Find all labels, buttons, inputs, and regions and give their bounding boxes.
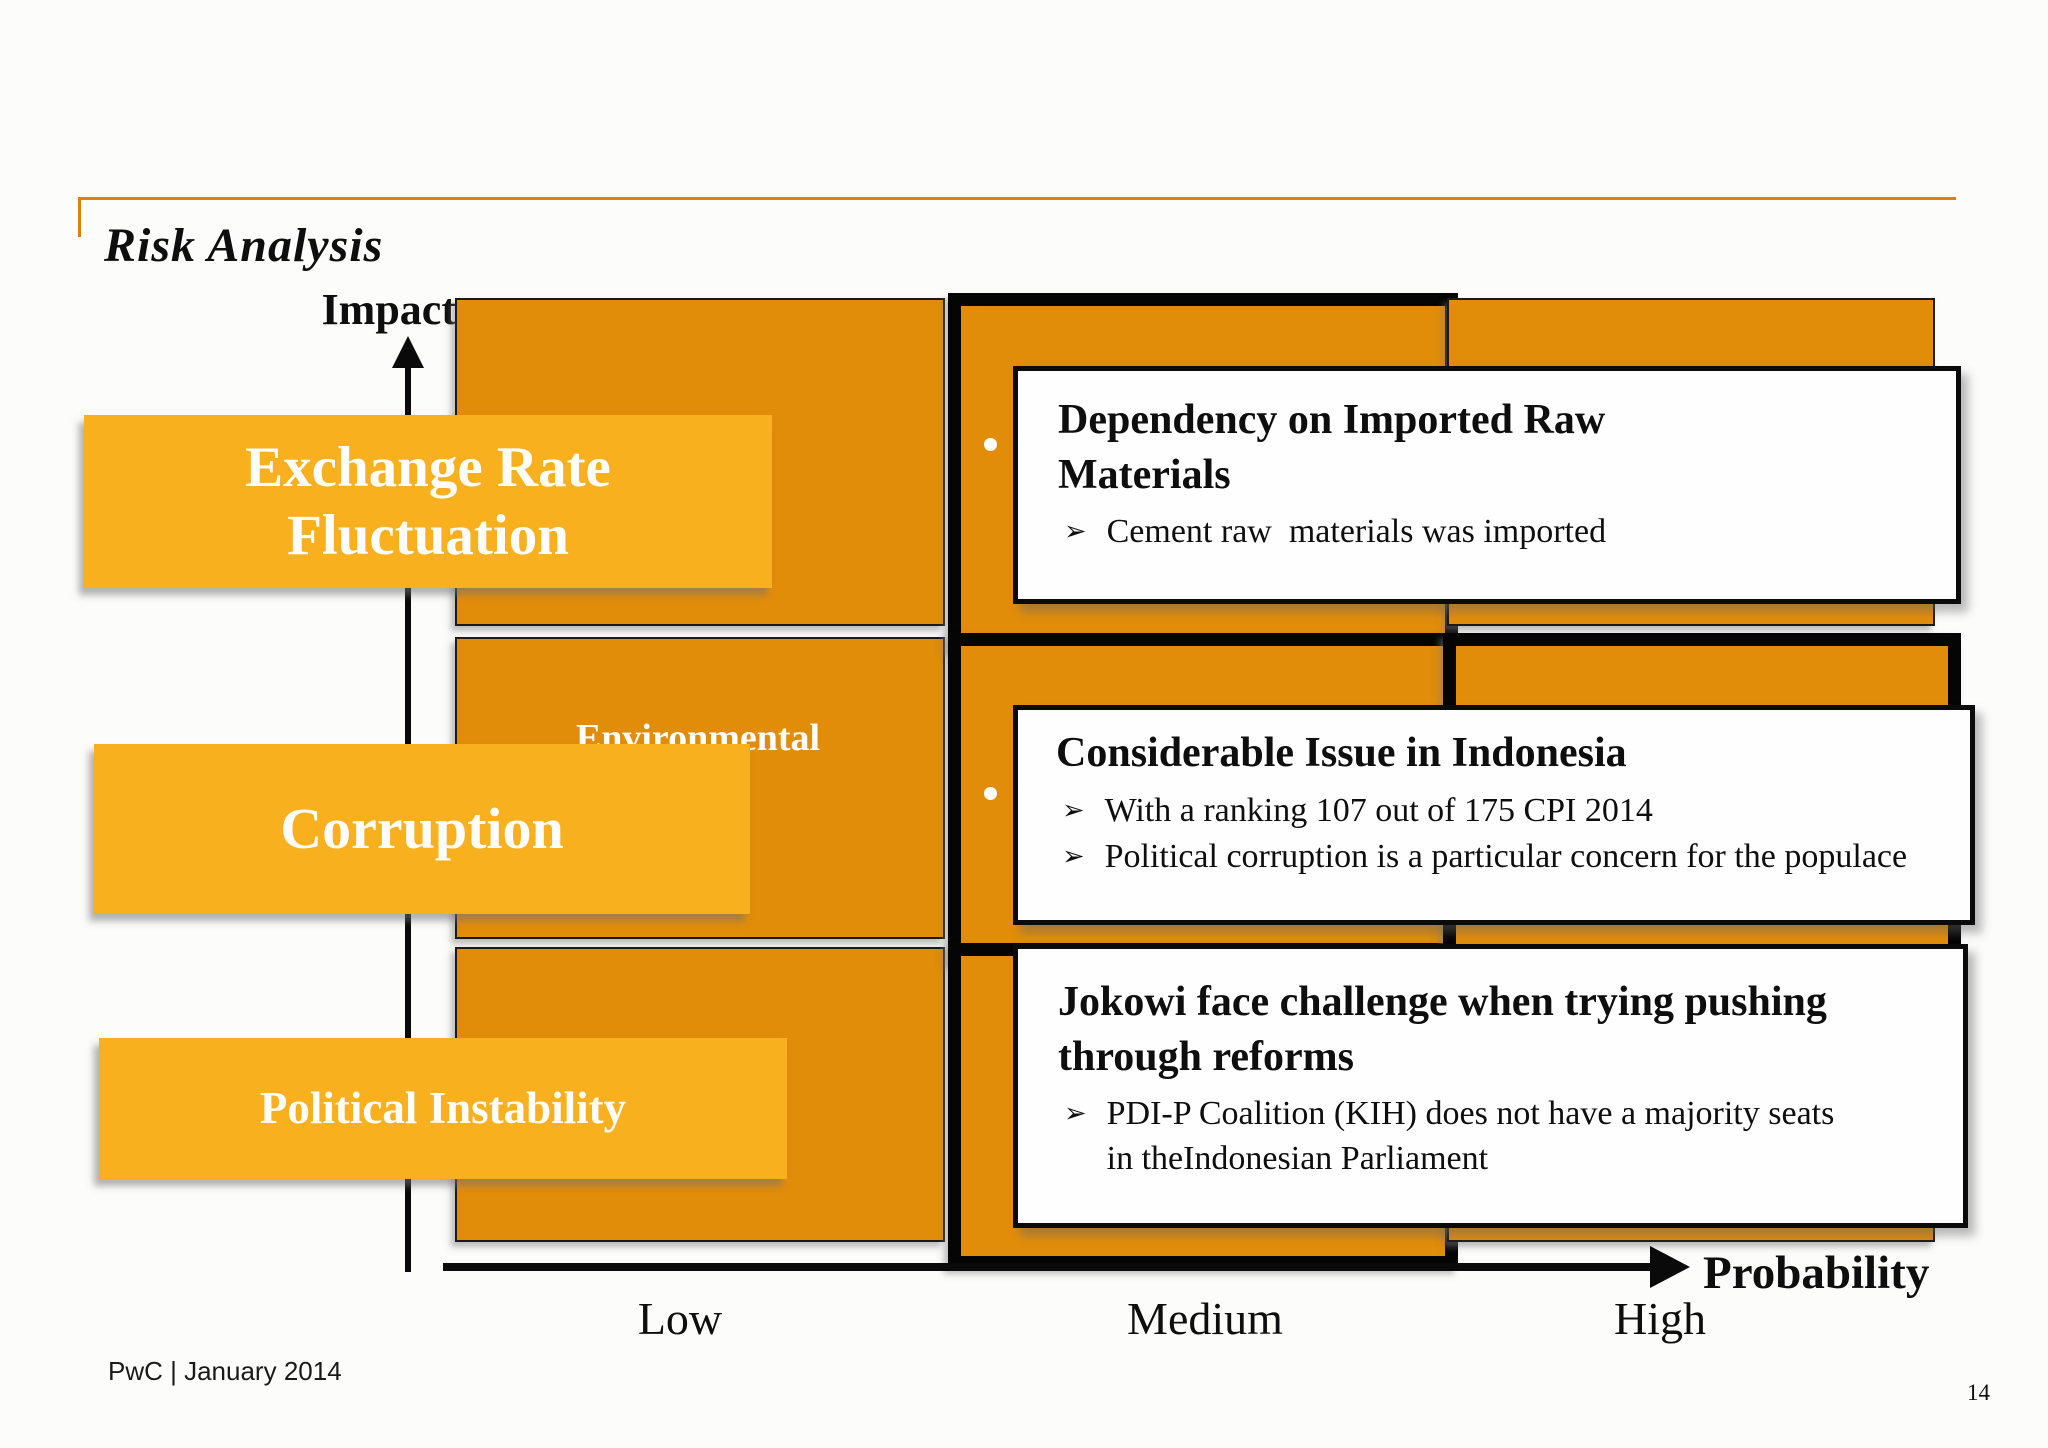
y-axis-label: Impact <box>321 285 456 334</box>
x-tick-medium: Medium <box>1127 1293 1283 1344</box>
callout-title: Considerable Issue in Indonesia <box>1056 730 1627 776</box>
risk-label-text: Political Instability <box>259 1082 627 1133</box>
callout-bullet-list: ➢ With a ranking 107 out of 175 CPI 2014… <box>1056 789 1932 881</box>
risk-label-text: Corruption <box>280 795 564 861</box>
x-tick-low: Low <box>637 1293 723 1344</box>
probability-axis-arrowhead-icon <box>1650 1246 1690 1288</box>
footer-branding: PwC | January 2014 <box>108 1356 342 1386</box>
callout-title: Jokowi face challenge when trying pushin… <box>1058 979 1827 1080</box>
arrow-bullet-icon: ➢ <box>1062 841 1085 873</box>
callout-bullet-text: Political corruption is a particular con… <box>1104 838 1908 876</box>
top-frame-line <box>78 197 1956 200</box>
page-number: 14 <box>1967 1380 1990 1405</box>
callout-bullet: ➢ Cement raw materials was imported <box>1058 510 1916 555</box>
top-frame-left-tick <box>78 197 81 237</box>
callout-bullet-text: Cement raw materials was imported <box>1106 513 1607 551</box>
arrow-bullet-icon: ➢ <box>1064 1098 1087 1130</box>
probability-axis-line <box>443 1263 1655 1271</box>
callout-title: Dependency on Imported Raw Materials <box>1058 397 1606 498</box>
risk-label-text: Exchange Rate Fluctuation <box>245 436 611 567</box>
impact-axis-arrowhead-icon <box>392 336 424 368</box>
risk-label-political-instability: Political Instability <box>99 1038 787 1179</box>
cell-bullet-dot-icon <box>984 438 997 451</box>
callout-bullet: ➢ With a ranking 107 out of 175 CPI 2014 <box>1056 789 1932 834</box>
arrow-bullet-icon: ➢ <box>1062 794 1085 826</box>
callout-dependency-imported-raw-materials: Dependency on Imported Raw Materials ➢ C… <box>1013 366 1961 604</box>
callout-bullet: ➢ PDI-P Coalition (KIH) does not have a … <box>1058 1092 1923 1182</box>
callout-bullet-list: ➢ PDI-P Coalition (KIH) does not have a … <box>1058 1092 1923 1182</box>
risk-label-corruption: Corruption <box>94 744 750 914</box>
arrow-bullet-icon: ➢ <box>1064 516 1087 548</box>
x-axis-label: Probability <box>1703 1247 1930 1299</box>
callout-bullet-text: PDI-P Coalition (KIH) does not have a ma… <box>1106 1095 1843 1178</box>
x-tick-high: High <box>1614 1293 1706 1344</box>
page-title: Risk Analysis <box>104 219 384 272</box>
callout-bullet: ➢ Political corruption is a particular c… <box>1056 835 1932 880</box>
callout-jokowi-reform-challenge: Jokowi face challenge when trying pushin… <box>1013 944 1968 1228</box>
callout-considerable-issue-indonesia: Considerable Issue in Indonesia ➢ With a… <box>1013 705 1975 925</box>
cell-bullet-dot-icon <box>984 787 997 800</box>
callout-bullet-text: With a ranking 107 out of 175 CPI 2014 <box>1104 791 1653 829</box>
callout-bullet-list: ➢ Cement raw materials was imported <box>1058 510 1916 555</box>
risk-label-exchange-rate: Exchange Rate Fluctuation <box>84 415 772 588</box>
